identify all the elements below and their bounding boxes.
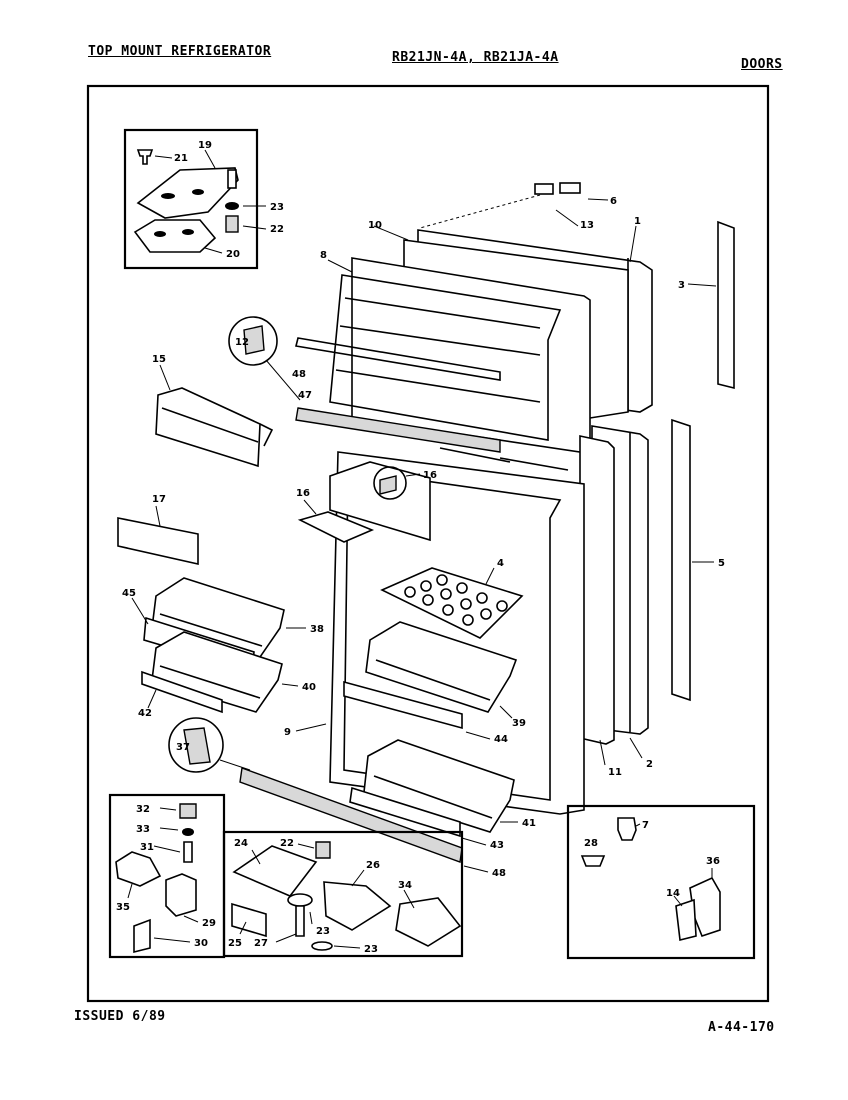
callout-8: 8 — [320, 250, 327, 261]
callout-4: 4 — [497, 558, 504, 569]
callout-43: 43 — [490, 840, 504, 851]
callout-47: 47 — [298, 390, 312, 401]
callout-9: 9 — [284, 727, 291, 738]
callout-1: 1 — [634, 216, 641, 227]
callout-35: 35 — [116, 902, 130, 913]
dairy-compartment — [329, 461, 431, 542]
callout-17: 17 — [152, 494, 166, 505]
door-bin-39 — [365, 621, 518, 719]
callout-7: 7 — [642, 820, 649, 831]
callout-44: 44 — [494, 734, 508, 745]
callout-40: 40 — [302, 682, 316, 693]
callout-38: 38 — [310, 624, 324, 635]
detail-circle-12 — [228, 316, 301, 401]
door-stop-inset — [566, 804, 756, 960]
issue-date: ISSUED 6/89 — [74, 1009, 166, 1024]
freezer-door — [295, 182, 653, 453]
document-number: A-44-170 — [708, 1020, 775, 1035]
part-15-shelf-retainer — [155, 364, 274, 468]
callout-45: 45 — [122, 588, 136, 599]
callout-12: 12 — [235, 337, 249, 348]
door-gasket-strip-48 — [239, 767, 463, 863]
callout-31: 31 — [140, 842, 154, 853]
lower-hinge-inset-left — [108, 793, 226, 959]
callout-32: 32 — [136, 804, 150, 815]
callout-21: 21 — [174, 153, 188, 164]
part-17-label-strip — [117, 517, 199, 565]
callout-34: 34 — [398, 880, 412, 891]
egg-tray — [380, 567, 524, 639]
detail-circle-37 — [168, 717, 251, 773]
callout-16b: 16 — [423, 470, 437, 481]
callout-5: 5 — [718, 558, 725, 569]
model-numbers: RB21JN-4A, RB21JA-4A — [392, 50, 559, 65]
door-bar-44 — [343, 680, 463, 730]
callout-33: 33 — [136, 824, 150, 835]
freezer-door-trim — [717, 220, 735, 390]
callout-14: 14 — [666, 888, 680, 899]
callout-27: 27 — [254, 938, 268, 949]
section-title: DOORS — [741, 57, 783, 72]
freezer-trim-47 — [295, 407, 501, 453]
callout-23c: 23 — [364, 944, 378, 955]
lower-hinge-inset-center — [222, 830, 464, 958]
callout-15: 15 — [152, 354, 166, 365]
callout-42: 42 — [138, 708, 152, 719]
callout-11: 11 — [608, 767, 622, 778]
callout-37: 37 — [176, 742, 190, 753]
upper-hinge-inset — [123, 128, 267, 270]
callout-6: 6 — [610, 196, 617, 207]
callout-39: 39 — [512, 718, 526, 729]
callout-3: 3 — [678, 280, 685, 291]
fresh-food-door-trim — [671, 418, 691, 702]
callout-22: 22 — [280, 838, 294, 849]
door-bar-42 — [141, 670, 223, 714]
callout-10: 10 — [368, 220, 382, 231]
callout-16a: 16 — [296, 488, 310, 499]
callout-25: 25 — [228, 938, 242, 949]
callout-24: 24 — [234, 838, 248, 849]
callout-20: 20 — [226, 249, 240, 260]
page-title: TOP MOUNT REFRIGERATOR — [88, 44, 272, 59]
callout-23b: 23 — [316, 926, 330, 937]
callout-29: 29 — [202, 918, 216, 929]
callout-48a: 48 — [292, 369, 306, 380]
diagram-frame — [86, 84, 770, 1003]
callout-23: 23 — [270, 202, 284, 213]
callout-13: 13 — [580, 220, 594, 231]
callout-22: 22 — [270, 224, 284, 235]
callout-19: 19 — [198, 140, 212, 151]
fresh-food-door — [329, 425, 649, 815]
callout-30: 30 — [194, 938, 208, 949]
part-16-dairy-door — [297, 511, 375, 543]
door-bar-43 — [349, 786, 461, 838]
callout-36: 36 — [706, 856, 720, 867]
callout-28: 28 — [584, 838, 598, 849]
callout-2: 2 — [646, 759, 653, 770]
callout-26: 26 — [366, 860, 380, 871]
callout-48b: 48 — [492, 868, 506, 879]
callout-41: 41 — [522, 818, 536, 829]
